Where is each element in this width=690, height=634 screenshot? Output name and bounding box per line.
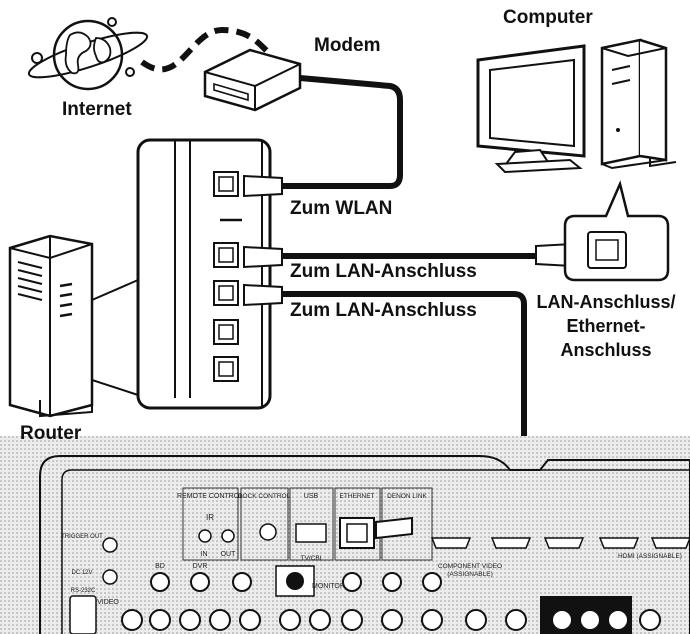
modem-device-icon bbox=[203, 48, 302, 112]
panel-label-hdmi-assignable: HDMI (ASSIGNABLE) bbox=[618, 553, 682, 560]
panel-label-component-video: COMPONENT VIDEO bbox=[438, 563, 502, 570]
panel-label-monitor: MONITOR bbox=[312, 583, 345, 590]
label-zum-lan-anschluss-1: Zum LAN-Anschluss bbox=[290, 261, 477, 282]
label-lan-ethernet-anschluss: LAN-Anschluss/ Ethernet- Anschluss bbox=[522, 290, 690, 362]
label-router: Router bbox=[20, 423, 82, 444]
panel-label-denon-link: DENON LINK bbox=[387, 493, 427, 500]
label-modem: Modem bbox=[314, 35, 381, 56]
panel-label-in: IN bbox=[201, 551, 208, 558]
computer-lan-port-callout bbox=[563, 180, 670, 282]
panel-label-out: OUT bbox=[221, 551, 237, 558]
internet-link-dashed bbox=[140, 26, 271, 73]
router-lan-port-3-icon bbox=[213, 319, 239, 345]
panel-label-ethernet: ETHERNET bbox=[339, 493, 374, 500]
panel-label-dc-12v: DC 12V bbox=[71, 570, 92, 576]
router-plug-wan-icon bbox=[243, 174, 283, 198]
receiver-plug-icon bbox=[375, 516, 413, 540]
label-internet: Internet bbox=[62, 99, 132, 120]
router-plug-lan-2-icon bbox=[243, 283, 283, 307]
router-lan-port-2-icon bbox=[213, 280, 239, 306]
router-lan-port-4-icon bbox=[213, 356, 239, 382]
panel-label-assignable: (ASSIGNABLE) bbox=[447, 571, 493, 578]
panel-label-dock-control: DOCK CONTROL bbox=[238, 493, 291, 500]
internet-globe-icon bbox=[27, 17, 149, 91]
panel-label-bd: BD bbox=[155, 563, 165, 570]
router-plug-lan-1-icon bbox=[243, 245, 283, 269]
router-tower-icon bbox=[8, 234, 94, 418]
label-lan-line1: LAN-Anschluss/ bbox=[536, 292, 676, 312]
label-zum-lan-anschluss-2: Zum LAN-Anschluss bbox=[290, 300, 477, 321]
label-lan-line3: Anschluss bbox=[560, 340, 652, 360]
panel-label-tv-cbl: TV/CBL bbox=[301, 555, 324, 562]
panel-label-ir: IR bbox=[206, 513, 214, 522]
computer-monitor-icon bbox=[476, 44, 586, 174]
label-lan-line2: Ethernet- bbox=[566, 316, 646, 336]
panel-label-rs232c: RS-232C bbox=[71, 588, 96, 594]
label-zum-wlan: Zum WLAN bbox=[290, 198, 393, 219]
av-receiver-rear-panel: REMOTE CONTROL IR IN OUT DOCK CONTROL US… bbox=[0, 436, 690, 634]
router-lan-port-1-icon bbox=[213, 242, 239, 268]
cable-modem-to-router bbox=[280, 75, 403, 189]
computer-tower-icon bbox=[600, 38, 677, 170]
label-computer: Computer bbox=[503, 7, 593, 28]
panel-label-dvr: DVR bbox=[193, 563, 208, 570]
panel-label-usb: USB bbox=[304, 493, 319, 500]
panel-label-remote-control: REMOTE CONTROL bbox=[177, 493, 243, 500]
router-wan-port-icon bbox=[213, 171, 239, 197]
panel-label-trigger-out: TRIGGER OUT bbox=[61, 534, 103, 540]
panel-label-video: VIDEO bbox=[97, 599, 119, 606]
